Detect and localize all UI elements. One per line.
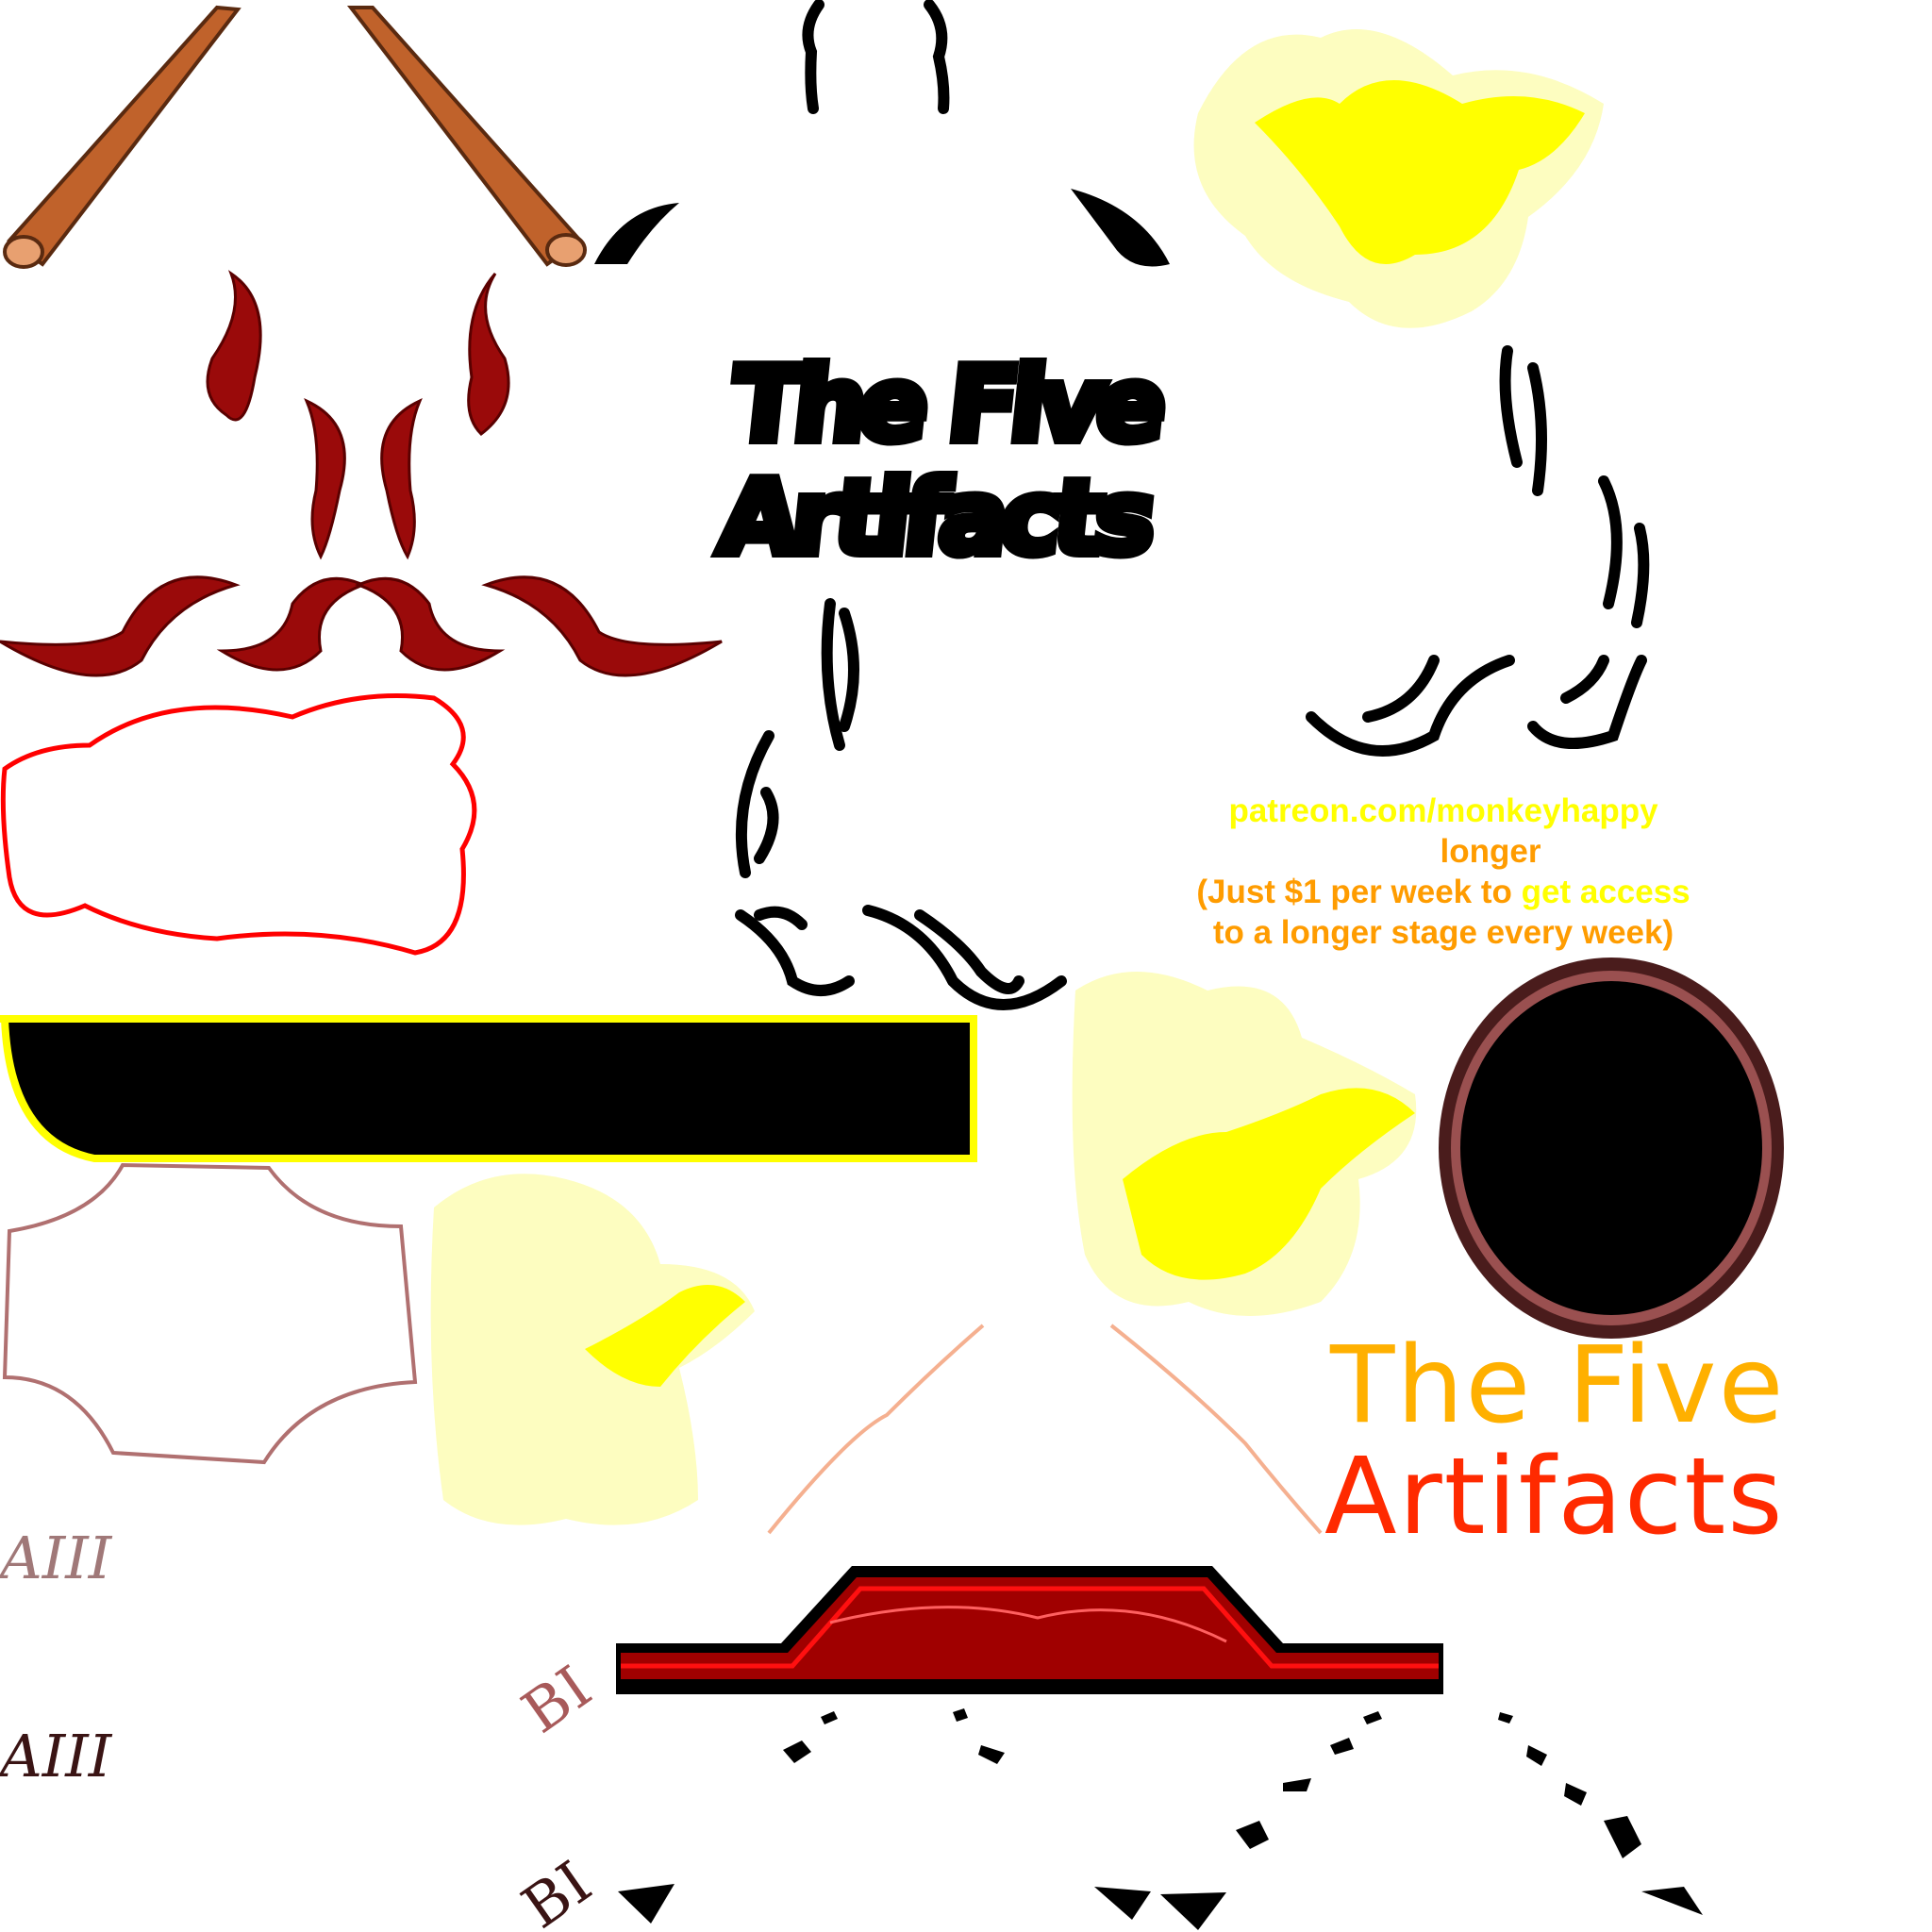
peach-line-left	[767, 1324, 985, 1535]
orange-logo-title: The Five Artifacts	[1324, 1324, 1786, 1553]
orange-logo-line1: The Five	[1330, 1324, 1786, 1447]
patreon-url: patreon.com/monkeyhappy	[1228, 792, 1658, 829]
yellow-flame-top	[1193, 29, 1604, 328]
circular-portrait-frame	[1439, 958, 1784, 1339]
black-comma-right	[1071, 189, 1170, 267]
pink-ornate-frame	[2, 1162, 418, 1465]
black-logo-line2: Artifacts	[709, 455, 1158, 582]
red-banner-bar	[616, 1566, 1443, 1694]
red-wavy-frame	[0, 693, 477, 956]
promo-line4: to a longer stage every week)	[1212, 914, 1674, 951]
peach-line-right	[1109, 1324, 1323, 1535]
wooden-stick-left	[3, 5, 242, 269]
red-logo-line2: Artifacts	[1324, 1436, 1785, 1558]
black-bar	[0, 1015, 977, 1162]
promo-line3: (Just $1 per week to get access	[1123, 872, 1764, 912]
tag-a-dark: AIII	[0, 1722, 112, 1790]
tag-a-light: AIII	[0, 1524, 112, 1592]
black-logo-title: The Five Artifacts	[709, 341, 1170, 582]
promo-line3a: (Just $1 per week to	[1196, 874, 1522, 910]
yellow-flame-left	[430, 1174, 755, 1525]
promo-line3b: get access	[1521, 874, 1690, 910]
black-footprints	[618, 1708, 1703, 1930]
promo-longer: longer	[1440, 833, 1541, 870]
black-swooshes	[735, 0, 1650, 1010]
patreon-promo-text: patreon.com/monkeyhappy longer (Just $1 …	[1123, 791, 1764, 953]
red-horns	[0, 270, 723, 677]
black-comma-left	[594, 203, 679, 264]
wooden-stick-right	[346, 6, 587, 267]
yellow-flame-middle	[1072, 972, 1417, 1316]
black-logo-line1: The Five	[722, 341, 1170, 469]
